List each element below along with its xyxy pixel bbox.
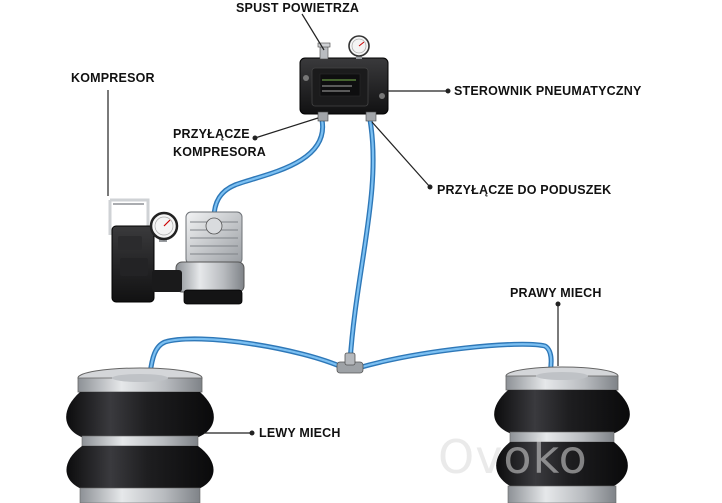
leader-dot-left-bag: [249, 430, 255, 436]
leader-dot-compressor-port: [252, 135, 258, 141]
air-hoses: [147, 117, 554, 377]
hose-tee-to-right-bag: [355, 341, 554, 375]
leader-compressor-port: [254, 117, 319, 139]
label-air-release: SPUST POWIETRZA: [236, 1, 360, 15]
hose-tee-to-left-bag: [147, 336, 347, 377]
tee-connector: [336, 352, 364, 374]
leader-dot-controller: [445, 88, 451, 94]
right-air-bag: [494, 366, 630, 503]
watermark-logo: Ovoko: [438, 430, 588, 484]
label-pneumatic-controller: STEROWNIK PNEUMATYCZNY: [454, 84, 642, 98]
leader-lines: [107, 13, 559, 434]
leader-dot-bag-port: [427, 184, 433, 190]
leader-bag-port: [371, 121, 431, 188]
hose-controller-to-compressor: [211, 117, 325, 221]
leader-dots: [249, 88, 561, 436]
leader-dot-right-bag: [555, 301, 561, 307]
label-compressor: KOMPRESOR: [71, 71, 155, 85]
leader-air-release: [301, 13, 325, 51]
label-bag-port: PRZYŁĄCZE DO PODUSZEK: [437, 183, 612, 197]
label-right-bag: PRAWY MIECH: [510, 286, 602, 300]
pneumatic-controller: [299, 35, 389, 122]
label-compressor-port-line1: PRZYŁĄCZE: [173, 127, 250, 141]
label-compressor-port-line2: KOMPRESORA: [173, 145, 266, 159]
label-left-bag: LEWY MIECH: [259, 426, 341, 440]
left-air-bag: [66, 367, 214, 503]
hose-controller-to-tee: [347, 117, 376, 365]
compressor: [108, 198, 245, 305]
